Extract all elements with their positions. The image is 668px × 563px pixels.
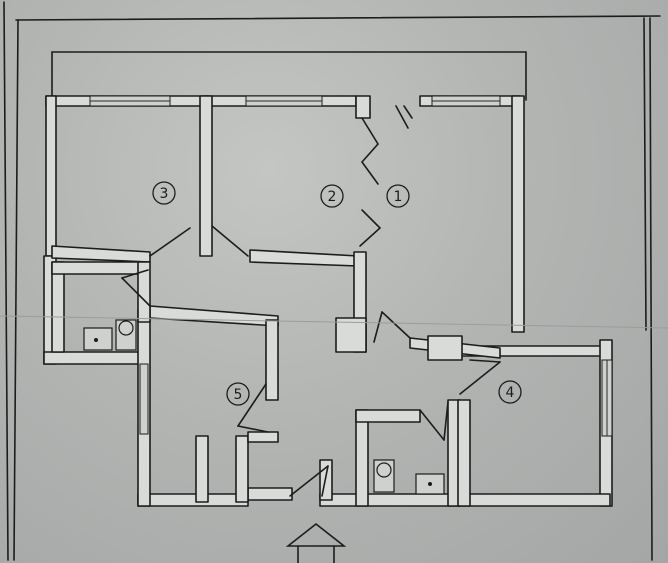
room-label-1: 1 [386,184,410,208]
window [139,363,149,435]
door-swing [469,359,501,363]
door-swing [395,105,409,129]
windows [89,95,613,437]
fixtures [83,319,445,495]
door-swing [289,465,329,497]
folding-door [359,209,382,247]
door-swing [121,269,149,279]
paper-fold [0,315,668,329]
door-swing [419,409,445,441]
entrance-arrow-icon [285,522,347,563]
room-number: 1 [394,189,403,205]
sheet-border [3,1,661,561]
doors [121,105,501,497]
door-swing [211,225,249,257]
outer-walls [43,95,613,507]
sink-icon [83,327,113,351]
room-number: 4 [506,385,515,401]
room-labels: 1 2 3 4 5 [152,181,522,406]
room-label-5: 5 [226,382,250,406]
room-number: 2 [328,189,337,205]
balcony [51,51,527,101]
room-label-2: 2 [320,184,344,208]
room-number: 3 [160,186,169,202]
room-label-4: 4 [498,380,522,404]
door-swing [237,383,267,427]
room-label-3: 3 [152,181,176,205]
folding-door [360,117,379,185]
door-swing [149,227,191,257]
interior-walls [51,95,501,507]
door-swing [381,311,411,339]
room-number: 5 [234,387,243,403]
